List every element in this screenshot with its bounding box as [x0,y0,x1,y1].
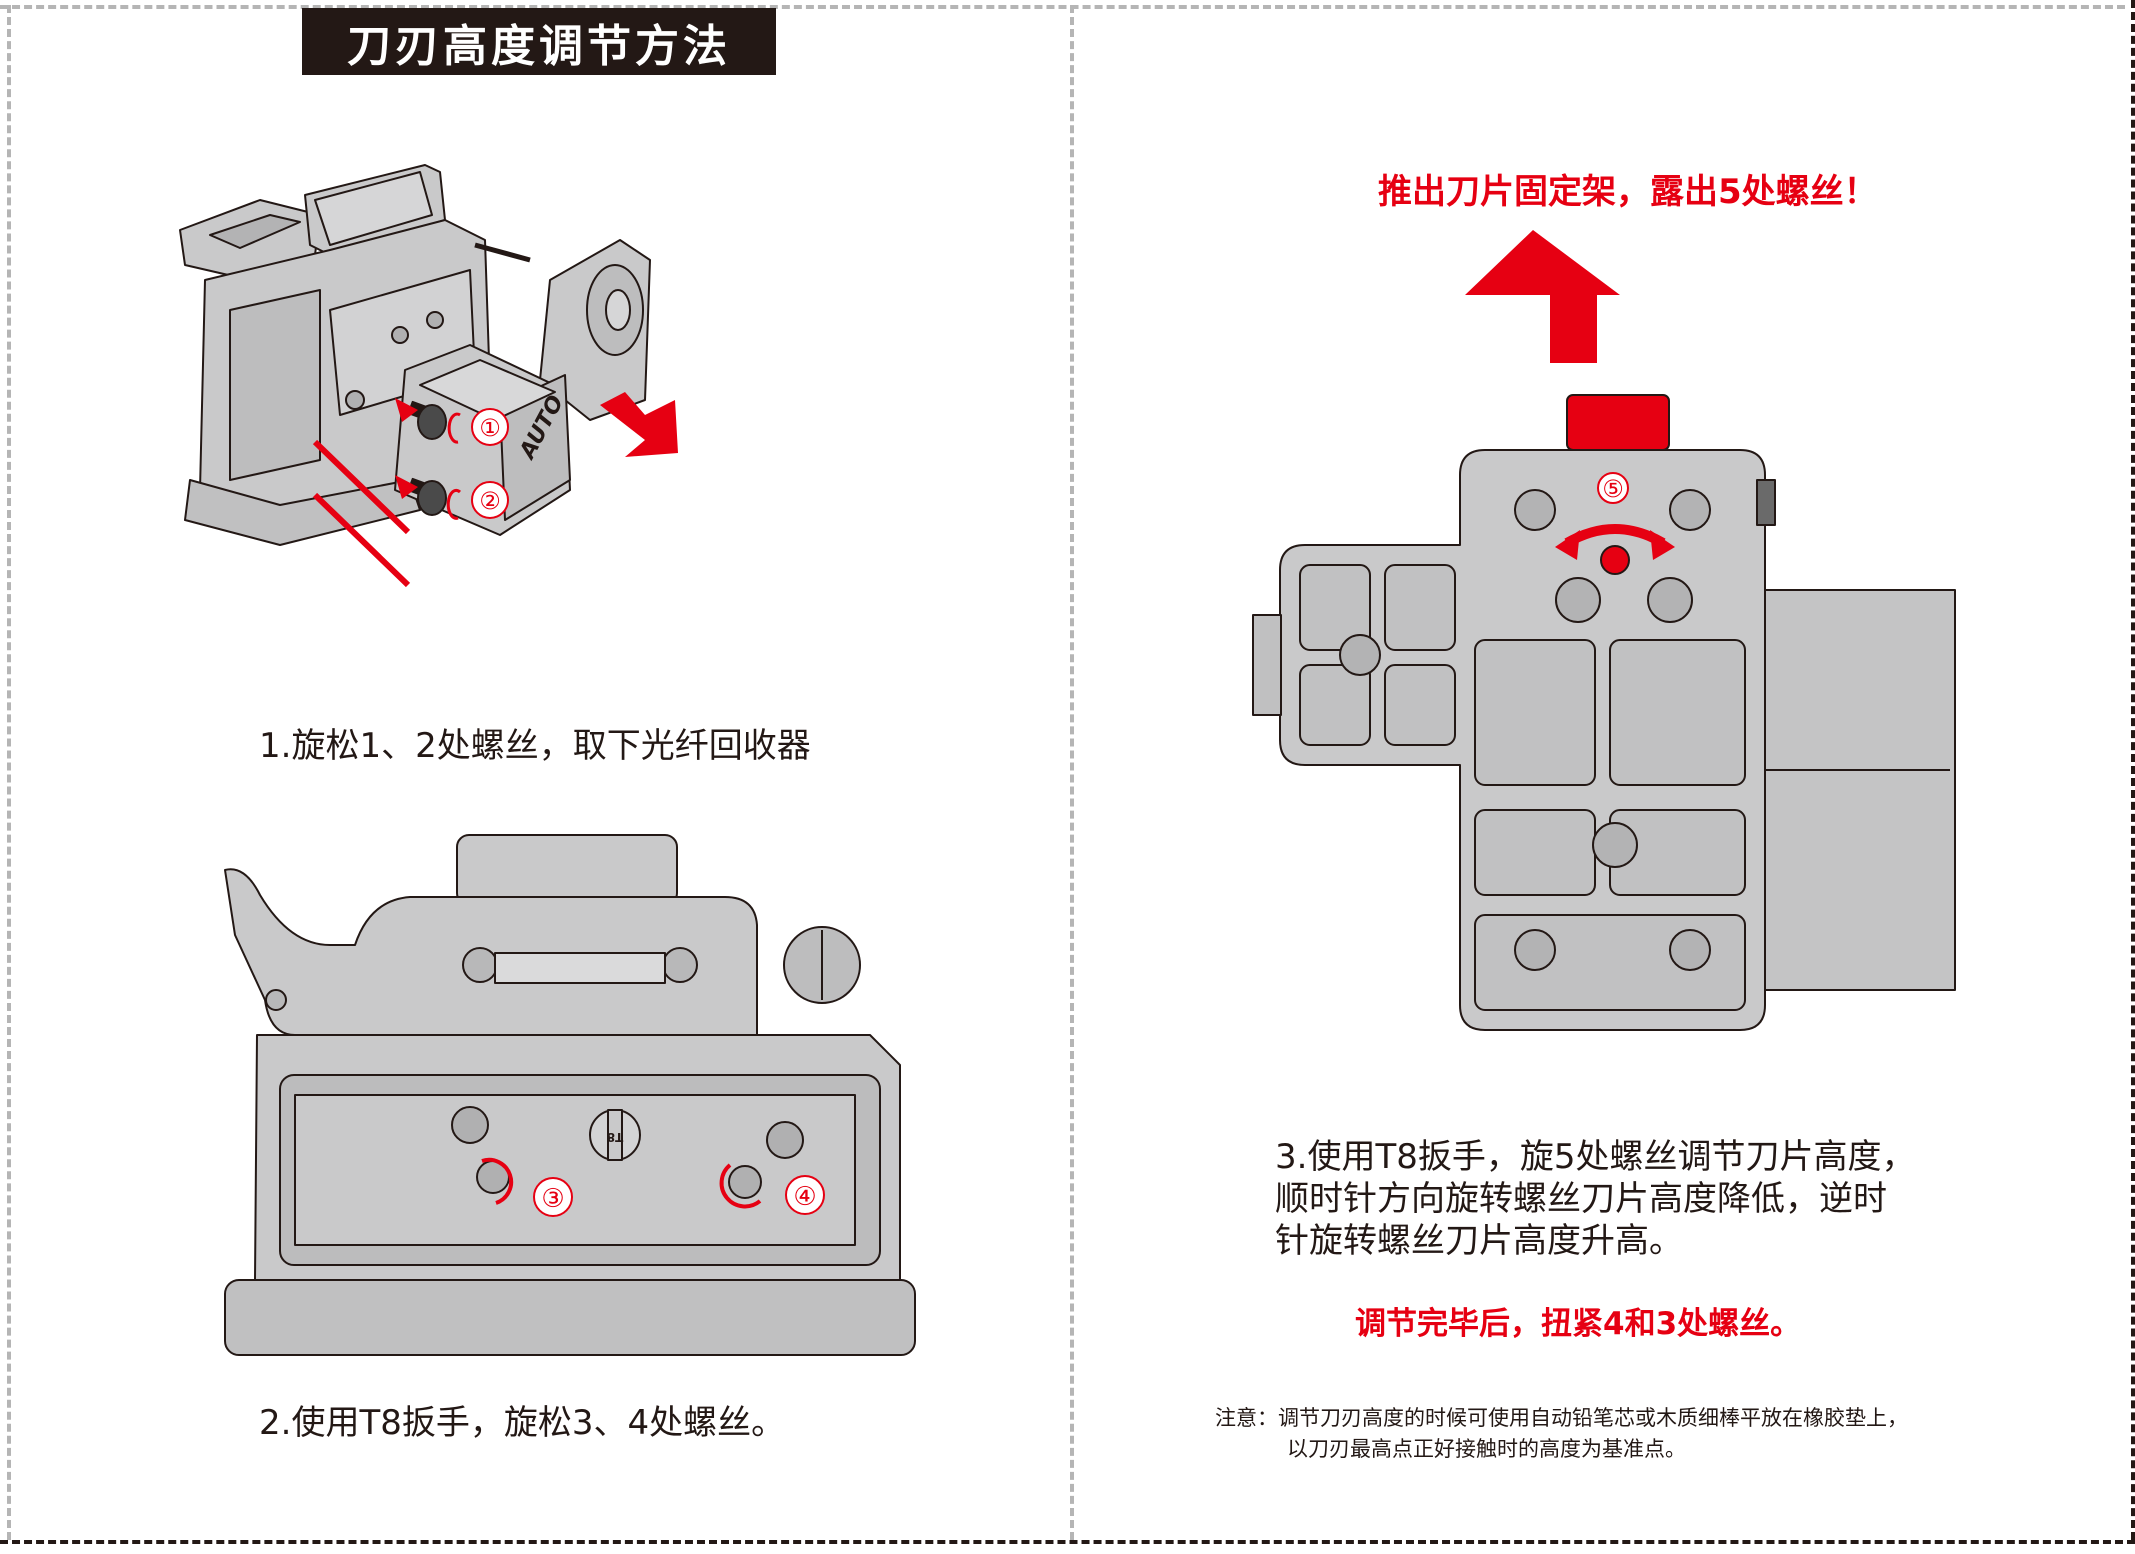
step1-illustration: ① ② AUTO [179,164,678,588]
screw-top-left [1514,489,1556,531]
rotate-icon-3 [481,1157,514,1205]
step3-line-2: 顺时针方向旋转螺丝刀片高度降低，逆时 [1275,1179,1887,1219]
collector-auto-panel [499,374,571,521]
right-cut-line [2131,0,2135,1540]
screw-5 [1600,545,1630,575]
tighten-reminder: 调节完毕后，扭紧4和3处螺丝。 [1355,1306,1802,1342]
blade-holder-tab [1566,394,1670,451]
step2-illustration: T8 ③ ④ [224,834,916,1356]
side-housing [1754,589,1956,991]
top-block [456,834,678,906]
base [224,1279,916,1356]
page-title: 刀刃高度调节方法 [302,8,776,75]
note-line-1: 调节刀刃高度的时候可使用自动铅笔芯或木质细棒平放在橡胶垫上， [1278,1406,1908,1430]
remove-direction-arrow [600,392,678,457]
side-clip [1252,614,1282,716]
left-cut-line [7,5,11,1540]
callout-2: ② [479,487,501,515]
push-up-arrow [1465,230,1620,363]
base-plate [184,479,421,546]
guide-line-1 [312,439,411,535]
screw-left [1339,634,1381,676]
step1-caption: 1.旋松1、2处螺丝，取下光纤回收器 [259,726,811,766]
callout-1: ① [479,414,501,442]
note-line-2: 以刀刃最高点正好接触时的高度为基准点。 [1287,1437,1686,1461]
rotate-icon-1 [447,412,461,444]
callout-5: ⑤ [1602,475,1624,503]
bottom-cut-line [0,1540,2135,1544]
step3-caption: 3.使用T8扳手，旋5处螺丝调节刀片高度， 顺时针方向旋转螺丝刀片高度降低，逆时… [1275,1136,1915,1262]
note-block: 注意：调节刀刃高度的时候可使用自动铅笔芯或木质细棒平放在橡胶垫上， 以刀刃最高点… [1215,1403,1908,1465]
step3-line-3: 针旋转螺丝刀片高度升高。 [1275,1221,1683,1261]
center-fold-line [1070,5,1074,1540]
rotate-icon-4 [719,1163,762,1209]
step2-caption: 2.使用T8扳手，旋松3、4处螺丝。 [259,1403,786,1443]
arrow-to-screw-2 [395,475,418,499]
blade-plate [294,1094,856,1246]
side-knob [1756,479,1776,526]
note-label: 注意： [1215,1406,1278,1430]
screw-bottom-left [1514,929,1556,971]
screw-4 [728,1165,762,1199]
callout-4: ④ [793,1182,816,1212]
callout-3: ③ [541,1184,564,1214]
thumb-screw-1 [407,400,447,440]
step3-line-1: 3.使用T8扳手，旋5处螺丝调节刀片高度， [1275,1137,1916,1177]
rotate-icon-2 [446,488,462,520]
screw-top-right [1669,489,1711,531]
step3-illustration: ⑤ [1252,230,1956,1031]
screw-upper-right [766,1121,804,1159]
screw-bottom-right [1669,929,1711,971]
top-cut-line [0,5,2125,9]
step3-heading: 推出刀片固定架，露出5处螺丝！ [1378,172,1878,212]
guide-line-2 [312,492,411,588]
arrow-to-screw-1 [395,398,418,422]
screw-upper-left [451,1106,489,1144]
wheel-label: T8 [607,1130,624,1144]
